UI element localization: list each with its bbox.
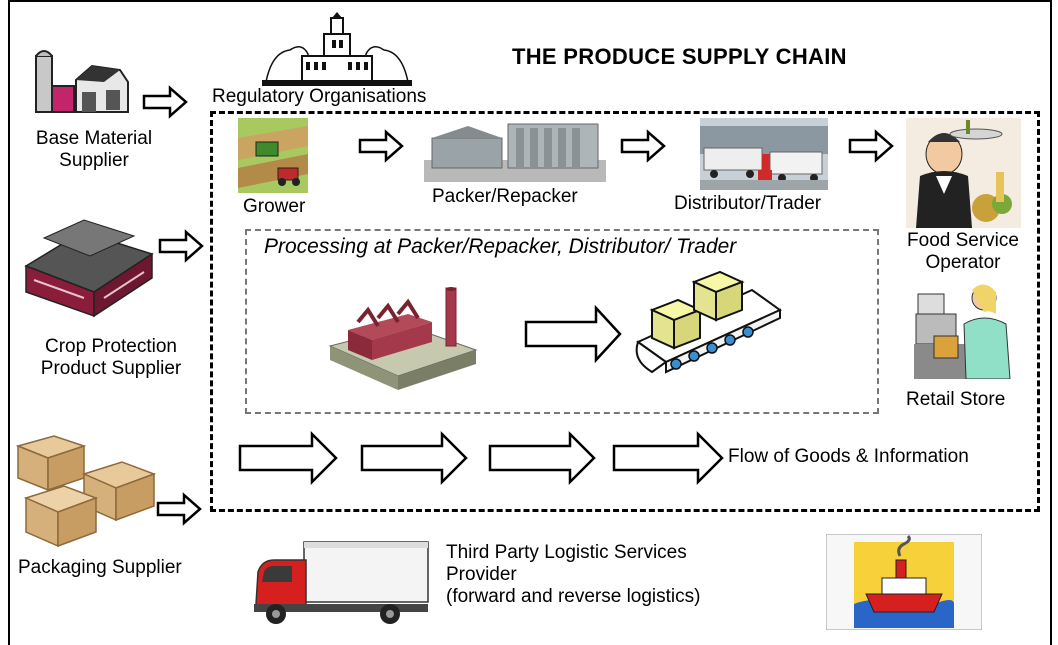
packaging-label: Packaging Supplier <box>18 557 182 578</box>
packhouse-icon <box>424 120 606 182</box>
packer-label: Packer/Repacker <box>432 186 578 207</box>
crop-protection-label: Crop Protection Product Supplier <box>40 336 182 379</box>
flow-label: Flow of Goods & Information <box>728 446 969 467</box>
arrow-flow-2 <box>360 430 468 486</box>
distribution-trucks-icon <box>700 118 828 190</box>
boxes-icon <box>14 434 164 549</box>
silo-barn-icon <box>30 46 130 116</box>
grower-label: Grower <box>243 196 306 217</box>
diagram-frame <box>8 0 1052 645</box>
arrow-factory-to-conveyor <box>524 304 622 364</box>
arrow-grower-to-packer <box>358 129 404 163</box>
regulatory-label: Regulatory Organisations <box>212 86 427 107</box>
base-material-label: Base Material Supplier <box>35 128 153 171</box>
cashier-icon <box>914 284 1014 379</box>
distributor-label: Distributor/Trader <box>674 193 822 214</box>
third-party-label: Third Party Logistic Services Provider (… <box>446 542 701 607</box>
arrow-distributor-to-foodservice <box>848 129 894 163</box>
factory-icon <box>328 286 478 392</box>
supply-chain-boundary <box>210 111 1040 512</box>
diagram-title: THE PRODUCE SUPPLY CHAIN <box>512 44 847 69</box>
arrow-packer-to-distributor <box>620 129 666 163</box>
arrow-flow-3 <box>488 430 596 486</box>
arrow-crop-to-chain <box>158 229 204 263</box>
waiter-icon <box>906 118 1021 228</box>
processing-label: Processing at Packer/Repacker, Distribut… <box>264 235 737 258</box>
food-service-label: Food Service Operator <box>907 230 1019 273</box>
retail-label: Retail Store <box>906 389 1006 410</box>
tractor-field-icon <box>238 118 308 193</box>
capitol-building-icon <box>262 12 412 87</box>
warehouse-icon <box>24 218 154 318</box>
arrow-packaging-to-chain <box>156 492 202 526</box>
conveyor-icon <box>632 270 782 390</box>
arrow-flow-4 <box>612 430 724 486</box>
ship-icon <box>826 534 982 630</box>
arrow-base-to-regulatory <box>142 85 188 119</box>
processing-boundary <box>245 229 879 414</box>
delivery-truck-icon <box>252 538 432 628</box>
arrow-flow-1 <box>238 430 338 486</box>
